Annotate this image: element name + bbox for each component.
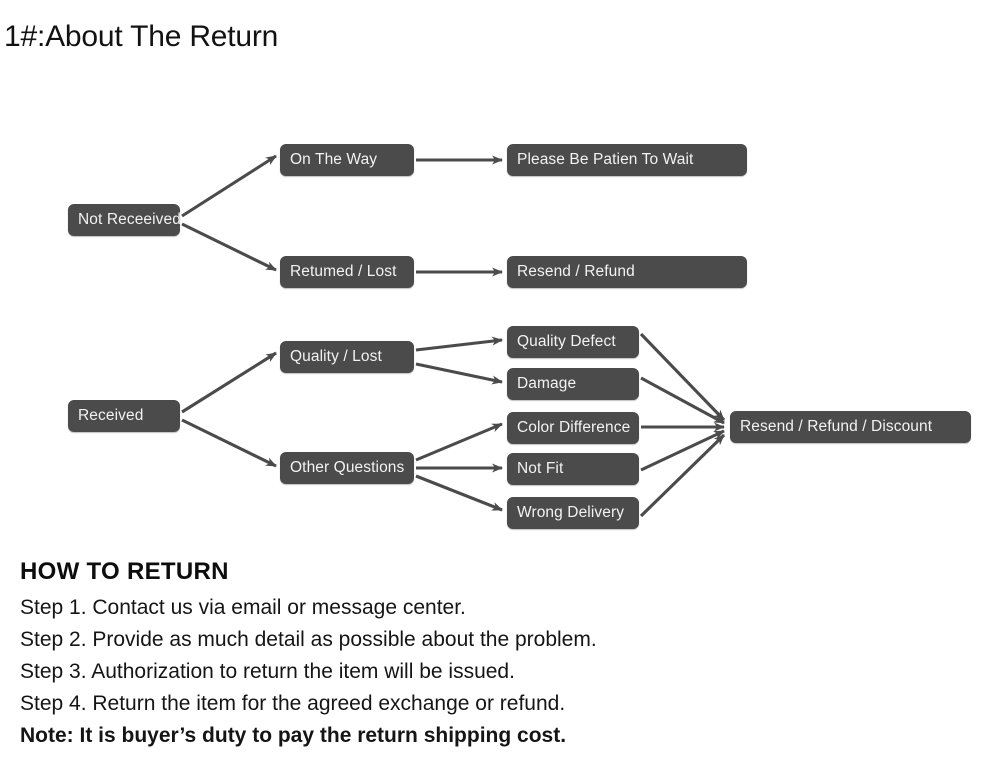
edge-damage-final (640, 376, 725, 425)
node-quality-defect[interactable]: Quality Defect (507, 326, 639, 358)
edge-quality-lost-damage (415, 362, 503, 385)
node-label: Color Difference (517, 419, 631, 437)
node-other-questions[interactable]: Other Questions (280, 452, 414, 484)
edge-not-received-returned-lost (181, 222, 277, 272)
node-not-received[interactable]: Not Receeived (68, 204, 181, 236)
step-3: Step 3. Authorization to return the item… (20, 659, 515, 683)
edge-received-quality-lost (181, 351, 277, 414)
node-label: Damage (517, 375, 577, 393)
edge-quality-defect-final (639, 332, 726, 422)
edge-other-questions-color-difference (415, 422, 503, 462)
node-label: Retumed / Lost (290, 263, 397, 281)
node-label: On The Way (290, 151, 378, 169)
node-label: Wrong Delivery (517, 504, 625, 522)
flowchart-arrows (181, 154, 726, 518)
node-label: Received (78, 407, 144, 425)
node-label: Not Receeived (78, 211, 181, 229)
return-flowchart: Not Receeived On The Way Retumed / Lost … (0, 120, 1000, 540)
node-received[interactable]: Received (68, 400, 180, 432)
node-on-the-way[interactable]: On The Way (280, 144, 414, 176)
node-not-fit[interactable]: Not Fit (507, 453, 639, 485)
node-resend-refund[interactable]: Resend / Refund (507, 256, 747, 288)
page-title: 1#:About The Return (4, 20, 279, 53)
node-quality-lost[interactable]: Quality / Lost (280, 341, 414, 373)
node-color-difference[interactable]: Color Difference (507, 412, 639, 444)
node-returned-lost[interactable]: Retumed / Lost (280, 256, 414, 288)
return-shipping-note: Note: It is buyer’s duty to pay the retu… (20, 723, 567, 747)
step-1: Step 1. Contact us via email or message … (20, 596, 466, 619)
edge-not-fit-final (640, 429, 725, 472)
how-to-return-section: HOW TO RETURN Step 1. Contact us via ema… (20, 558, 980, 752)
node-label: Resend / Refund / Discount (740, 418, 933, 436)
edge-other-questions-wrong-delivery (415, 474, 503, 512)
edge-not-received-on-the-way (181, 154, 277, 218)
node-label: Not Fit (517, 460, 564, 478)
how-to-return-heading: HOW TO RETURN (20, 558, 229, 585)
node-resend-refund-discount[interactable]: Resend / Refund / Discount (730, 411, 971, 443)
node-label: Other Questions (290, 459, 405, 477)
edge-quality-lost-quality-defect (415, 336, 503, 352)
node-damage[interactable]: Damage (507, 368, 639, 400)
step-2: Step 2. Provide as much detail as possib… (20, 627, 597, 651)
node-please-be-patient-to-wait[interactable]: Please Be Patien To Wait (507, 144, 747, 176)
edge-received-other-questions (181, 418, 277, 468)
step-4: Step 4. Return the item for the agreed e… (20, 691, 566, 715)
node-label: Resend / Refund (517, 263, 635, 281)
node-label: Quality Defect (517, 333, 616, 351)
node-label: Please Be Patien To Wait (517, 151, 694, 169)
edge-wrong-delivery-final (639, 433, 726, 518)
node-label: Quality / Lost (290, 348, 382, 366)
node-wrong-delivery[interactable]: Wrong Delivery (507, 497, 639, 529)
